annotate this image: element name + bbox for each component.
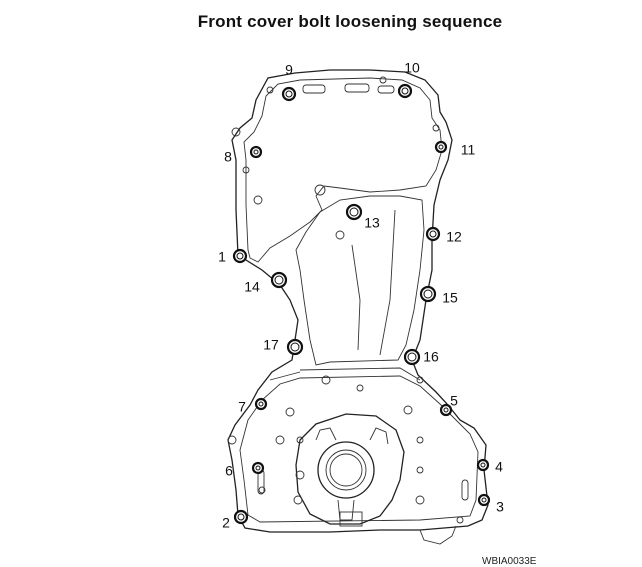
bolt-14-head [274, 275, 284, 285]
bolt-1 [232, 248, 248, 264]
bolt-5 [439, 403, 453, 417]
bolt-3-head [481, 497, 487, 503]
bolt-label-15: 15 [442, 290, 458, 306]
bolt-13 [345, 203, 363, 221]
bolt-4 [476, 458, 490, 472]
bolt-label-4: 4 [495, 459, 503, 475]
bolt-15-head [423, 289, 433, 299]
bolt-7 [254, 397, 268, 411]
bolt-label-6: 6 [225, 463, 233, 479]
bolt-16-head [407, 352, 417, 362]
figure-reference: WBIA0033E [482, 556, 537, 567]
bolt-label-16: 16 [423, 349, 439, 365]
lower-inner-line [239, 375, 479, 523]
bolt-label-9: 9 [285, 62, 293, 78]
bolt-10-head [401, 87, 409, 95]
bolt-9 [281, 86, 297, 102]
bolt-label-2: 2 [222, 515, 230, 531]
bolt-label-14: 14 [244, 279, 260, 295]
bolt-1-head [236, 252, 244, 260]
bolt-16 [403, 348, 421, 366]
bolt-label-3: 3 [496, 499, 504, 515]
bolt-13-head [349, 207, 359, 217]
bolt-label-13: 13 [364, 215, 380, 231]
bolt-8 [249, 145, 263, 159]
timing-chain-housing [295, 195, 425, 366]
bolt-17 [286, 338, 304, 356]
section-divider [299, 367, 421, 381]
crankshaft-seal [317, 441, 375, 499]
bolt-5-head [443, 407, 449, 413]
bolt-9-head [285, 90, 293, 98]
bolt-6-head [255, 465, 261, 471]
bolt-11 [434, 140, 448, 154]
bolt-label-8: 8 [224, 149, 232, 165]
bolt-4-head [480, 462, 486, 468]
bolt-label-12: 12 [446, 229, 462, 245]
bolt-6 [251, 461, 265, 475]
bolt-12 [425, 226, 441, 242]
bolt-label-1: 1 [218, 249, 226, 265]
bolt-7-head [258, 401, 264, 407]
oil-pump-housing [295, 413, 405, 525]
bolt-label-10: 10 [404, 60, 420, 76]
bolt-3 [477, 493, 491, 507]
bolt-2 [233, 509, 249, 525]
bolt-label-5: 5 [450, 393, 458, 409]
bolt-label-11: 11 [461, 142, 476, 158]
bolt-15 [419, 285, 437, 303]
bolt-17-head [290, 342, 300, 352]
cover-holes [227, 76, 464, 524]
diagram-title: Front cover bolt loosening sequence [197, 12, 503, 31]
bolt-label-17: 17 [263, 337, 279, 353]
bolt-12-head [429, 230, 437, 238]
bolt-11-head [438, 144, 444, 150]
bolt-14 [270, 271, 288, 289]
bolt-8-head [253, 149, 259, 155]
upper-gasket-line [243, 77, 443, 263]
bolt-10 [397, 83, 413, 99]
bolt-2-head [237, 513, 245, 521]
bolt-label-7: 7 [238, 399, 246, 415]
